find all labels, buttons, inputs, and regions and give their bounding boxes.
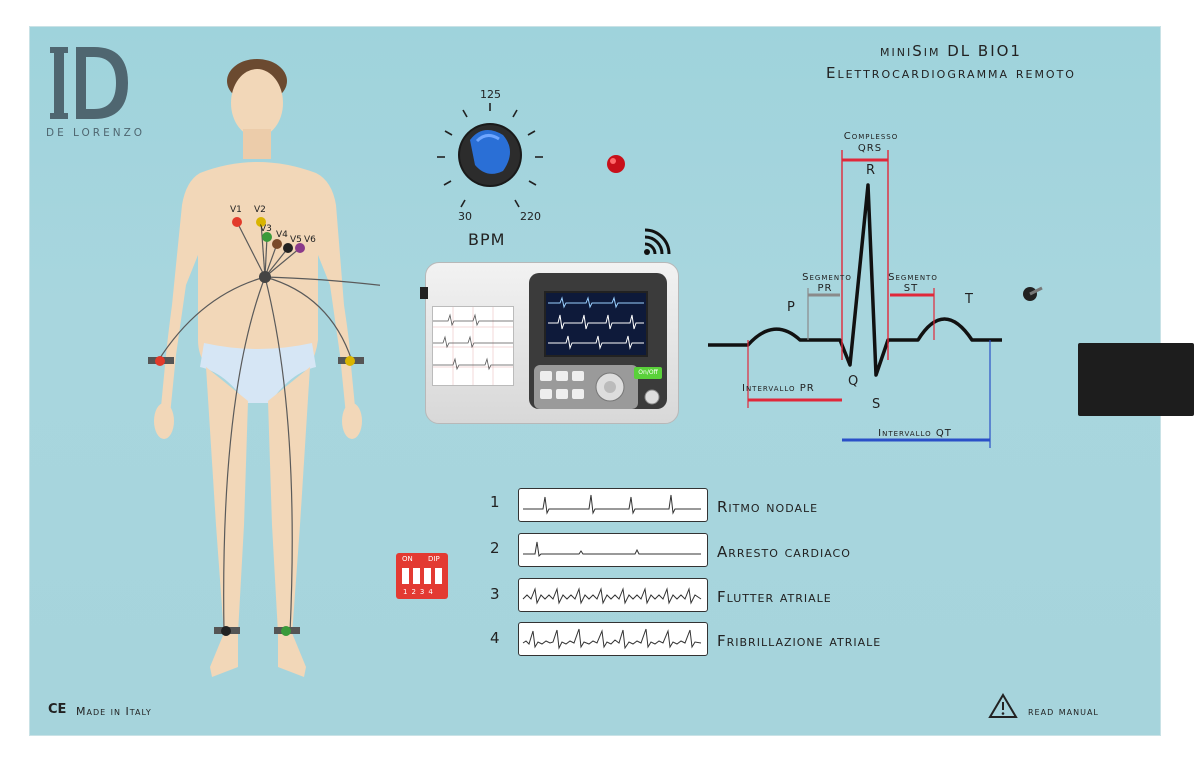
- electrode-label-v4: V4: [276, 230, 288, 240]
- rhythm-label-2: Arresto cardiaco: [717, 543, 851, 561]
- rhythm-number-3: 3: [490, 585, 500, 603]
- wave-label-r: R: [866, 163, 876, 178]
- dip-toggle-2[interactable]: [413, 568, 420, 584]
- rhythm-strip-3: [518, 578, 708, 612]
- rhythm-label-1: Ritmo nodale: [717, 498, 819, 516]
- dip-label: DIP: [428, 555, 440, 563]
- electrode-label-v3: V3: [260, 224, 272, 234]
- electrode-label-v6: V6: [304, 235, 316, 245]
- qrs-complex-sub: QRS: [857, 143, 883, 154]
- keypad-button: [572, 371, 584, 381]
- ecg-device: On/Off: [425, 262, 679, 424]
- device-cable-jack: [420, 287, 428, 299]
- keypad-button: [572, 389, 584, 399]
- de-lorenzo-logo-icon: [50, 47, 128, 119]
- rhythm-number-1: 1: [490, 493, 500, 511]
- knob-scale-max: 220: [520, 210, 541, 223]
- knob-scale-min: 30: [458, 210, 472, 223]
- keypad-button: [540, 389, 552, 399]
- wave-label-t: T: [965, 292, 973, 307]
- electrode-label-v5: V5: [290, 235, 302, 245]
- pr-segment-title: Segmento: [802, 272, 852, 283]
- toggle-switch[interactable]: [1020, 284, 1046, 304]
- dip-toggle-3[interactable]: [424, 568, 431, 584]
- pr-segment-sub: PR: [817, 283, 833, 294]
- wave-label-p: P: [787, 300, 795, 315]
- electrode-v5: [283, 243, 293, 253]
- panel-subtitle: Elettrocardiogramma remoto: [826, 64, 1076, 82]
- human-body-figure: [148, 59, 380, 677]
- usb-connector-box: [1078, 343, 1194, 416]
- electrode-v1: [232, 217, 242, 227]
- pr-interval-label: Intervallo PR: [742, 383, 815, 394]
- panel-title: miniSim DL BIO1: [880, 42, 1022, 60]
- rhythm-label-3: Flutter atriale: [717, 588, 832, 606]
- dip-toggle-4[interactable]: [435, 568, 442, 584]
- rhythm-number-4: 4: [490, 629, 500, 647]
- on-off-button[interactable]: On/Off: [634, 367, 662, 379]
- electrode-label-v1: V1: [230, 205, 242, 215]
- wave-label-q: Q: [848, 374, 859, 389]
- rhythm-strip-4: [518, 622, 708, 656]
- dip-position-numbers: 1234: [403, 588, 437, 596]
- device-keypad: [534, 365, 660, 409]
- rhythm-strip-1: [518, 488, 708, 522]
- rhythm-strip-2: [518, 533, 708, 567]
- electrode-v6: [295, 243, 305, 253]
- electrode-label-v2: V2: [254, 205, 266, 215]
- keypad-button: [556, 371, 568, 381]
- knob-scale-mid: 125: [480, 88, 501, 101]
- power-button: [644, 389, 660, 405]
- warning-icon: [988, 693, 1018, 718]
- device-screen: [544, 291, 648, 357]
- brand-name: DE LORENZO: [46, 127, 146, 139]
- rhythm-label-4: Fribrillazione atriale: [717, 632, 882, 650]
- electrode-v4: [272, 239, 282, 249]
- read-manual: read manual: [1028, 705, 1099, 718]
- qt-interval-label: Intervallo QT: [878, 428, 952, 439]
- ecg-waveform-diagram: [708, 150, 1002, 448]
- wifi-icon: [644, 228, 671, 255]
- st-segment-sub: ST: [903, 283, 919, 294]
- qrs-complex-title: Complesso: [843, 131, 899, 142]
- status-led-icon: [607, 155, 625, 173]
- keypad-button: [556, 389, 568, 399]
- keypad-button: [540, 371, 552, 381]
- ce-mark-icon: CE: [48, 702, 67, 717]
- printout-paper: [432, 306, 514, 386]
- wave-label-s: S: [872, 397, 881, 412]
- electrode-v2: [256, 217, 266, 227]
- dip-on-label: ON: [402, 555, 413, 563]
- knob-label: BPM: [468, 230, 506, 249]
- bpm-knob[interactable]: [425, 95, 555, 225]
- electrode-v3: [262, 232, 272, 242]
- st-segment-title: Segmento: [888, 272, 938, 283]
- rhythm-number-2: 2: [490, 539, 500, 557]
- made-in-italy: Made in Italy: [76, 705, 152, 718]
- dip-toggle-1[interactable]: [402, 568, 409, 584]
